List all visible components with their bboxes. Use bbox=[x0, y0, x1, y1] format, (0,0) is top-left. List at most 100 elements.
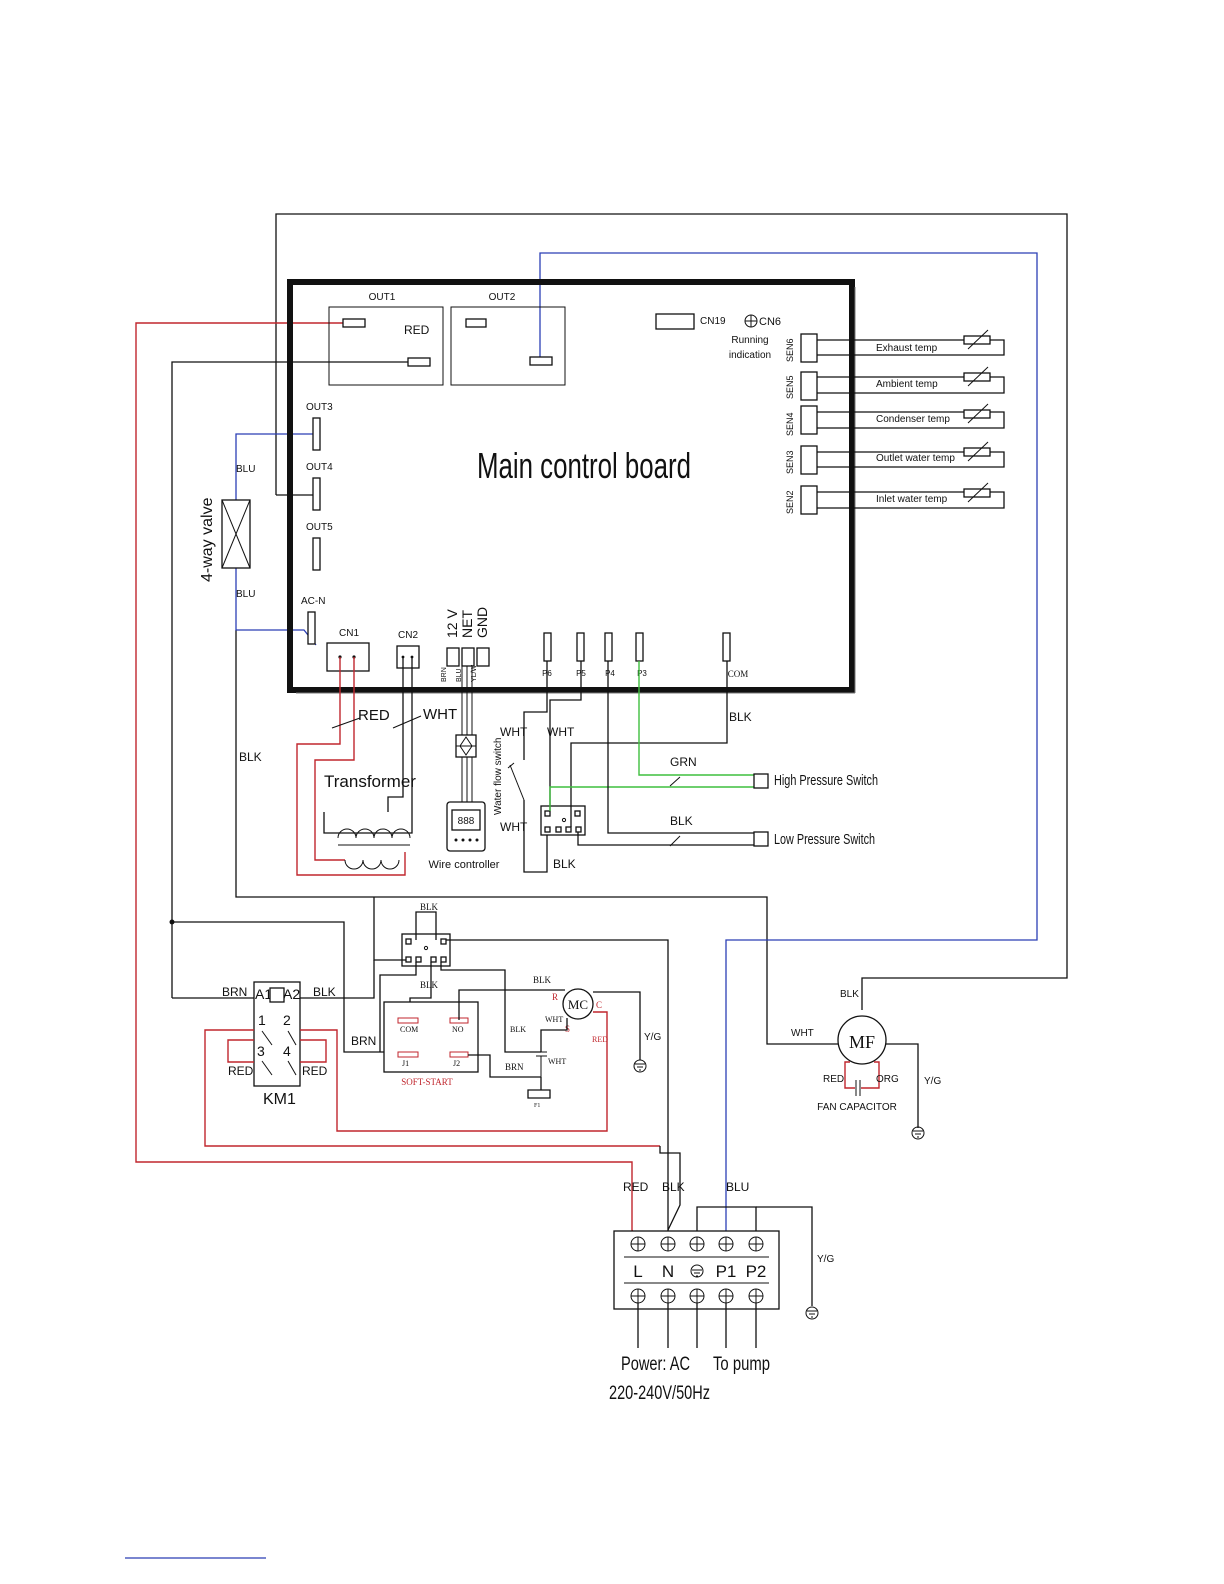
cn19-connector bbox=[655, 313, 695, 330]
km1-a2: A2 bbox=[283, 986, 300, 1002]
red-label-mc: RED bbox=[592, 1035, 608, 1044]
yg-label-mc: Y/G bbox=[644, 1032, 661, 1043]
sensor-sen3: SEN3 Outlet water temp bbox=[785, 441, 1005, 475]
board-title: Main control board bbox=[477, 445, 691, 486]
out1-block bbox=[328, 306, 444, 386]
grn-label: GRN bbox=[670, 755, 697, 769]
indication-label: indication bbox=[729, 350, 771, 361]
blk-label-mc: BLK bbox=[533, 975, 552, 985]
blk-label-cap: BLK bbox=[510, 1025, 526, 1034]
sensor-sen2: SEN2 Inlet water temp bbox=[785, 482, 1005, 515]
out4-label: OUT4 bbox=[306, 462, 333, 473]
low-pressure-switch bbox=[753, 831, 769, 847]
km1-label: KM1 bbox=[263, 1091, 296, 1108]
soft-start-label: SOFT-START bbox=[401, 1077, 453, 1087]
ground-icon-mc bbox=[633, 1059, 647, 1073]
cn6-label: CN6 bbox=[759, 316, 781, 328]
blu-label-top: BLU bbox=[236, 464, 255, 475]
wire-controller: 888 Wire controller bbox=[429, 666, 500, 871]
mc-c-label: C bbox=[596, 1000, 602, 1010]
main-control-board: Main control board OUT1 RED OUT2 CN19 CN… bbox=[287, 279, 856, 694]
cn2-label: CN2 bbox=[398, 630, 418, 641]
soft-no-label: NO bbox=[452, 1025, 464, 1034]
mc-label: MC bbox=[568, 997, 588, 1012]
net-label: NET bbox=[459, 610, 475, 638]
sen2-label: SEN2 bbox=[785, 490, 795, 514]
fan-capacitor-label: FAN CAPACITOR bbox=[817, 1102, 897, 1113]
wht-label-flow2: WHT bbox=[500, 820, 528, 834]
blk-label-km1: BLK bbox=[313, 985, 336, 999]
out2-label: OUT2 bbox=[489, 292, 516, 303]
p3-label: P3 bbox=[637, 669, 647, 678]
to-pump-label: To pump bbox=[713, 1354, 770, 1375]
12v-label: 12 V bbox=[444, 609, 460, 638]
blu-label-terminal: BLU bbox=[726, 1180, 749, 1194]
red-label-cn1: RED bbox=[358, 707, 390, 724]
blk-label-low: BLK bbox=[670, 814, 693, 828]
blu-small-label: BLU bbox=[456, 668, 463, 682]
wire-controller-label: Wire controller bbox=[429, 859, 500, 871]
four-way-valve-label: 4-way valve bbox=[199, 497, 216, 582]
brn-label-soft-j2: BRN bbox=[505, 1062, 524, 1072]
soft-com-label: COM bbox=[400, 1025, 418, 1034]
ground-icon-mf bbox=[911, 1126, 925, 1140]
blk-label-left: BLK bbox=[239, 750, 262, 764]
ground-icon-terminal bbox=[805, 1306, 819, 1320]
cn2-connector bbox=[396, 645, 420, 669]
power-terminal-block: RED BLK BLU Y/G L N P1 bbox=[609, 1146, 834, 1404]
blue-wires bbox=[235, 252, 1038, 1240]
out3-label: OUT3 bbox=[306, 402, 333, 413]
blu-label-bottom: BLU bbox=[236, 589, 255, 600]
brn-label-soft: BRN bbox=[351, 1034, 376, 1048]
sen3-text: Outlet water temp bbox=[876, 453, 955, 464]
soft-j1-label: J1 bbox=[402, 1059, 409, 1068]
red-label-km1-left: RED bbox=[228, 1064, 254, 1078]
sen3-label: SEN3 bbox=[785, 450, 795, 474]
compressor-relay: BLK BLK bbox=[373, 897, 669, 1240]
cn1-label: CN1 bbox=[339, 628, 359, 639]
red-label-km1-right: RED bbox=[302, 1064, 328, 1078]
soft-start: COM NO J1 J2 SOFT-START BRN BLK BRN bbox=[351, 975, 565, 1087]
sen5-label: SEN5 bbox=[785, 375, 795, 399]
com-label: COM bbox=[728, 669, 749, 679]
f1-label: F1 bbox=[534, 1103, 540, 1109]
terminal-p2: P2 bbox=[746, 1262, 767, 1281]
p4-label: P4 bbox=[605, 669, 615, 678]
terminal-screws-top bbox=[630, 1236, 764, 1252]
mf-label: MF bbox=[849, 1032, 875, 1052]
gnd-label: GND bbox=[474, 607, 490, 638]
black-loop-wires bbox=[169, 213, 1068, 1053]
sen4-label: SEN4 bbox=[785, 412, 795, 436]
water-flow-switch-label: Water flow switch bbox=[493, 738, 504, 815]
km1-t1: 1 bbox=[258, 1012, 266, 1028]
wht-label-cap2: WHT bbox=[548, 1057, 566, 1066]
wht-label-cap1: WHT bbox=[545, 1015, 563, 1024]
sensor-group: SEN6 Exhaust temp SEN5 Ambient temp SEN4… bbox=[785, 329, 1005, 515]
transformer: RED WHT Transformer bbox=[296, 657, 457, 876]
fan-motor-mf: BLK MF WHT Y/G RED ORG FAN CAPACITOR bbox=[791, 989, 941, 1140]
ylw-small-label: YL/W bbox=[471, 664, 478, 682]
wht-label-p5: WHT bbox=[547, 725, 575, 739]
wht-label-flow1: WHT bbox=[500, 725, 528, 739]
terminal-p1: P1 bbox=[716, 1262, 737, 1281]
running-indicator-led-icon bbox=[744, 314, 758, 328]
wht-label-cn2: WHT bbox=[423, 706, 457, 723]
low-pressure-switch-label: Low Pressure Switch bbox=[774, 831, 875, 848]
cn1-connector bbox=[326, 642, 370, 672]
km1-a1: A1 bbox=[255, 986, 272, 1002]
brn-small-label: BRN bbox=[441, 667, 448, 682]
four-way-valve: BLU BLU 4-way valve bbox=[199, 464, 255, 600]
sen6-label: SEN6 bbox=[785, 338, 795, 362]
transformer-label: Transformer bbox=[324, 772, 416, 791]
voltage-label: 220-240V/50Hz bbox=[609, 1383, 710, 1404]
sen4-text: Condenser temp bbox=[876, 414, 950, 425]
sensor-sen4: SEN4 Condenser temp bbox=[785, 403, 1005, 436]
power-label: Power: AC bbox=[621, 1354, 690, 1375]
sen5-text: Ambient temp bbox=[876, 379, 938, 390]
out1-label: OUT1 bbox=[369, 292, 396, 303]
cn19-label: CN19 bbox=[700, 316, 726, 327]
km1-t2: 2 bbox=[283, 1012, 291, 1028]
running-label: Running bbox=[731, 335, 768, 346]
sensor-sen5: SEN5 Ambient temp bbox=[785, 366, 1005, 401]
controller-display: 888 bbox=[458, 816, 475, 827]
